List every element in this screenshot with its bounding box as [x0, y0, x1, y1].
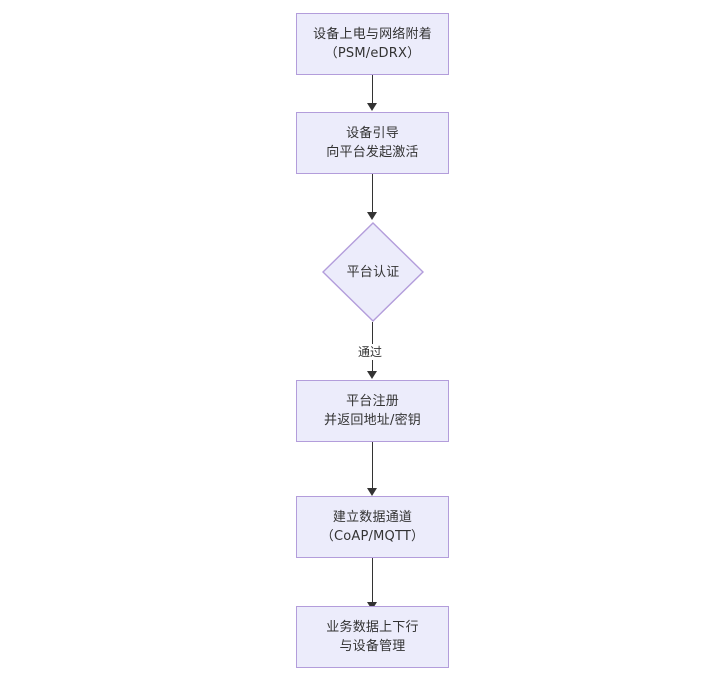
arrow-head-icon-n1-n2: [367, 103, 377, 111]
flow-edge-n5-n6: [372, 558, 373, 604]
flow-node-platform-auth[interactable]: 平台认证: [322, 222, 424, 322]
arrow-head-icon-n2-n3: [367, 212, 377, 220]
flow-edge-n2-n3: [372, 174, 373, 214]
flow-node-business-data[interactable]: 业务数据上下行 与设备管理: [296, 606, 449, 668]
flow-node-device-power-on[interactable]: 设备上电与网络附着 （PSM/eDRX）: [296, 13, 449, 75]
node-label-line1: 建立数据通道: [332, 510, 413, 525]
node-label-line2: 与设备管理: [339, 639, 406, 654]
arrow-head-icon-n3-n4: [367, 371, 377, 379]
flow-node-device-bootstrap[interactable]: 设备引导 向平台发起激活: [296, 112, 449, 174]
flow-edge-label-pass: 通过: [355, 344, 386, 360]
flow-node-data-channel[interactable]: 建立数据通道 （CoAP/MQTT）: [296, 496, 449, 558]
flow-edge-n4-n5: [372, 442, 373, 490]
diamond-shape-icon: [322, 222, 424, 322]
node-label-line1: 业务数据上下行: [326, 620, 419, 635]
node-label-line1: 设备引导: [346, 126, 399, 141]
node-label-line2: 并返回地址/密钥: [324, 413, 421, 428]
node-label-line2: 向平台发起激活: [326, 145, 419, 160]
node-label-line2: （CoAP/MQTT）: [320, 529, 425, 544]
flow-edge-n1-n2: [372, 75, 373, 105]
arrow-head-icon-n4-n5: [367, 488, 377, 496]
node-label-line1: 设备上电与网络附着: [313, 27, 432, 42]
node-label-line1: 平台注册: [346, 394, 399, 409]
flow-node-platform-registration[interactable]: 平台注册 并返回地址/密钥: [296, 380, 449, 442]
node-label-line1: 平台认证: [346, 264, 400, 280]
node-label-line2: （PSM/eDRX）: [324, 46, 421, 61]
